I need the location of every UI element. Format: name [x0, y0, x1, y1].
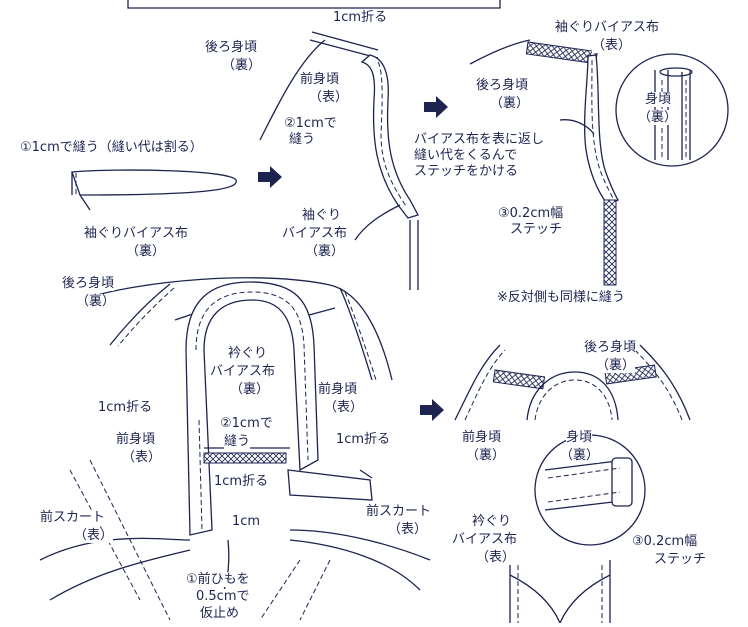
label-p3-step1c: 仮止め — [200, 606, 240, 621]
label-p3-1cm: 1cm — [232, 514, 261, 529]
label-p3-front-left: 前身頃 — [116, 432, 156, 447]
label-p4-body-side: （裏） — [560, 448, 600, 463]
label-p3-step1b: 0.5cmで — [196, 589, 250, 604]
label-p3-back: 後ろ身頃 — [62, 276, 115, 291]
panel-1 — [71, 31, 419, 290]
label-p3-step2b: 縫う — [224, 434, 251, 449]
label-armhole2: 袖ぐり — [302, 208, 342, 223]
label-p2-note1: バイアス布を表に返し — [414, 132, 545, 147]
right-arrow-icon — [258, 166, 282, 188]
label-p3-neck: 衿ぐり — [228, 346, 268, 361]
label-p2-note3: ステッチをかける — [414, 164, 519, 179]
label-p4-neckb: バイアス布 — [452, 532, 518, 547]
label-p3-skirt-left-side: （表） — [74, 528, 114, 543]
panel-3 — [39, 277, 431, 621]
label-p3-skirt-right-side: （表） — [388, 522, 428, 537]
label-p3-front-left-side: （表） — [122, 450, 162, 465]
label-step2b: 縫う — [289, 132, 316, 147]
label-p4-front-side: （裏） — [466, 448, 506, 463]
label-p3-neck-side: （裏） — [230, 382, 270, 397]
label-armhole-bias: 袖ぐりバイアス布 — [84, 226, 189, 241]
label-fold-1cm: 1cm折る — [333, 10, 388, 25]
label-front-side: （表） — [309, 90, 349, 105]
label-p3-fold-center: 1cm折る — [214, 474, 269, 489]
label-p2-back: 後ろ身頃 — [476, 78, 529, 93]
label-armhole2b: バイアス布 — [282, 226, 348, 241]
label-back-side: （裏） — [222, 58, 262, 73]
label-p2-bias: 袖ぐりバイアス布 — [555, 20, 660, 35]
label-p3-neckb: バイアス布 — [210, 364, 276, 379]
label-step1: ①1cmで縫う（縫い代は割る） — [20, 140, 203, 155]
label-p3-step2: ②1cmで — [220, 416, 273, 431]
label-p2-note2: 縫い代をくるんで — [414, 148, 518, 163]
label-p2-body-side: （裏） — [638, 110, 678, 125]
label-p3-fold-right: 1cm折る — [336, 432, 391, 447]
label-p3-front-side: （表） — [324, 400, 364, 415]
right-arrow-icon — [420, 399, 444, 421]
header-frame — [127, 0, 501, 9]
label-armhole2-side: （裏） — [305, 244, 345, 259]
label-p2-same: ※反対側も同様に縫う — [497, 290, 625, 305]
label-p2-step3b: ステッチ — [510, 222, 563, 237]
label-p2-body: 身頃 — [645, 92, 672, 107]
label-p4-body: 身頃 — [566, 430, 593, 445]
label-p2-back-side: （裏） — [490, 96, 530, 111]
panel-4 — [454, 344, 691, 624]
label-p3-step1: ①前ひもを — [186, 572, 250, 587]
label-p4-step3b: ステッチ — [654, 552, 707, 567]
label-back-bodice: 後ろ身頃 — [205, 40, 258, 55]
label-p4-front: 前身頃 — [462, 430, 502, 445]
label-p3-skirt-right: 前スカート — [366, 504, 432, 519]
label-p3-back-side: （裏） — [76, 294, 116, 309]
label-step2: ②1cmで — [284, 116, 337, 131]
label-p3-skirt-left: 前スカート — [40, 510, 106, 525]
label-armhole-bias-side: （裏） — [126, 244, 166, 259]
label-p4-neck-side: （表） — [476, 550, 516, 565]
label-p4-back-side: （裏） — [596, 358, 636, 373]
label-p2-bias-side: （表） — [592, 38, 632, 53]
label-p4-neck: 衿ぐり — [472, 514, 512, 529]
label-p4-step3: ③0.2cm幅 — [632, 534, 698, 549]
label-p4-back: 後ろ身頃 — [584, 340, 637, 355]
label-p3-front: 前身頃 — [318, 382, 358, 397]
label-front-bodice: 前身頃 — [300, 72, 340, 87]
right-arrow-icon — [424, 96, 448, 118]
label-p2-step3: ③0.2cm幅 — [498, 206, 564, 221]
label-p3-fold-left: 1cm折る — [98, 400, 153, 415]
